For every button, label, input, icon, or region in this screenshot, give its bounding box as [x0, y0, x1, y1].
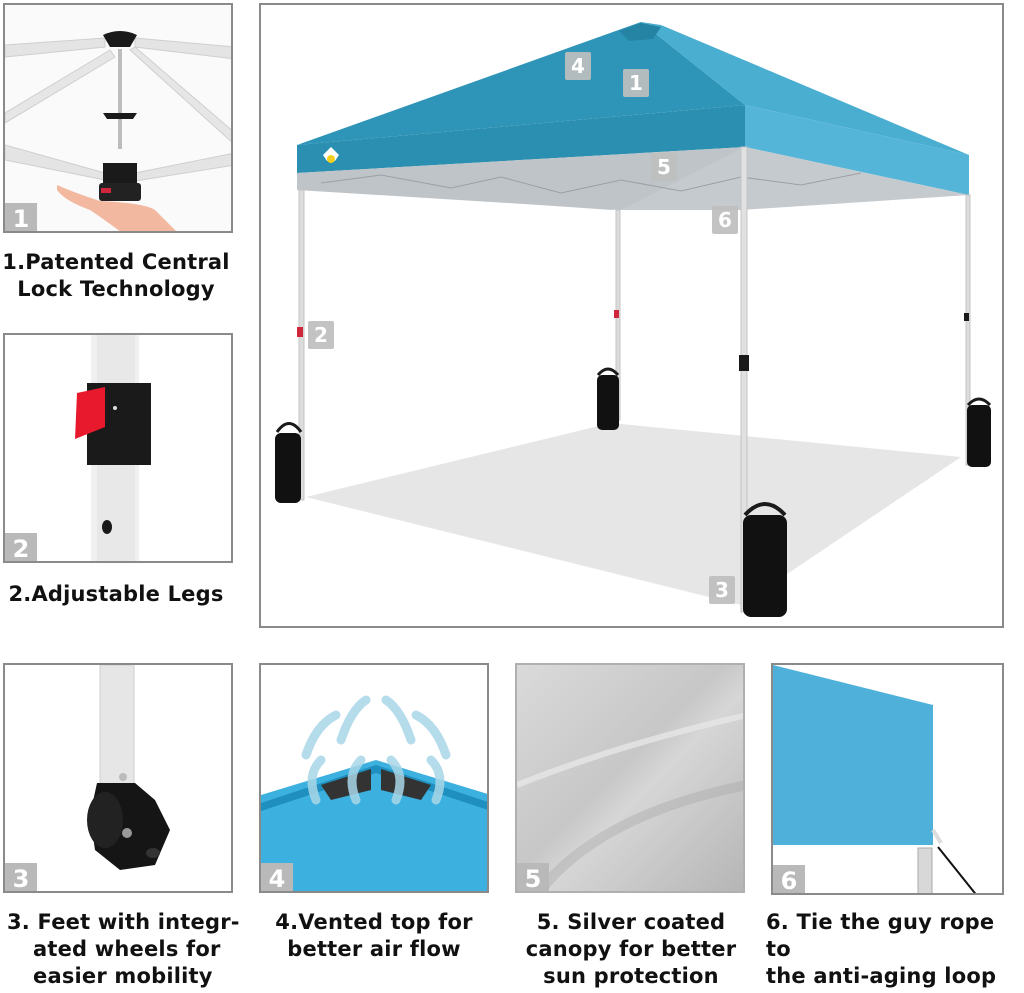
feature-panel-central-lock: 1	[3, 3, 233, 233]
feature-panel-guy-rope: 6	[771, 663, 1004, 895]
feature-badge-2: 2	[5, 533, 37, 561]
feature-caption-5: 5. Silver coated canopy for better sun p…	[525, 910, 737, 988]
feature-caption-4: 4.Vented top for better air flow	[275, 910, 473, 961]
feature-panel-wheeled-feet: 3	[3, 663, 233, 893]
callout-badge-6: 6	[712, 206, 738, 234]
feature-badge-6: 6	[773, 865, 805, 893]
weight-bag	[966, 397, 992, 467]
feature-badge-4: 4	[261, 863, 293, 891]
adjustable-leg-illustration	[5, 335, 231, 561]
callout-badge-5: 5	[651, 153, 677, 181]
weight-bag	[275, 422, 303, 503]
main-canopy-image: 4 1 5 6 2 3	[259, 3, 1004, 628]
weight-bag	[743, 502, 787, 617]
brand-logo	[323, 147, 339, 163]
feature-badge-3: 3	[5, 863, 37, 891]
guy-rope-illustration	[773, 665, 1002, 893]
feature-panel-adjustable-legs: 2	[3, 333, 233, 563]
callout-badge-1: 1	[623, 69, 649, 97]
feature-caption-1: 1.Patented Central Lock Technology	[2, 250, 230, 301]
callout-badge-4: 4	[565, 52, 591, 80]
callout-badge-3: 3	[709, 576, 735, 604]
callout-badge-2: 2	[308, 321, 334, 349]
feature-caption-6: 6. Tie the guy rope to the anti-aging lo…	[766, 910, 997, 988]
wheeled-foot-illustration	[5, 665, 231, 891]
silver-fabric-illustration	[517, 665, 743, 891]
vented-top-illustration	[261, 665, 487, 891]
feature-badge-1: 1	[5, 203, 37, 231]
feature-caption-2: 2.Adjustable Legs	[8, 582, 224, 606]
feature-panel-silver-coating: 5	[515, 663, 745, 893]
weight-bag	[596, 367, 620, 430]
feature-panel-vented-top: 4	[259, 663, 489, 893]
feature-caption-3: 3. Feet with integr- ated wheels for eas…	[7, 910, 240, 988]
feature-badge-5: 5	[517, 863, 549, 891]
canopy-tent-illustration	[261, 5, 1002, 626]
central-lock-illustration	[5, 5, 231, 231]
